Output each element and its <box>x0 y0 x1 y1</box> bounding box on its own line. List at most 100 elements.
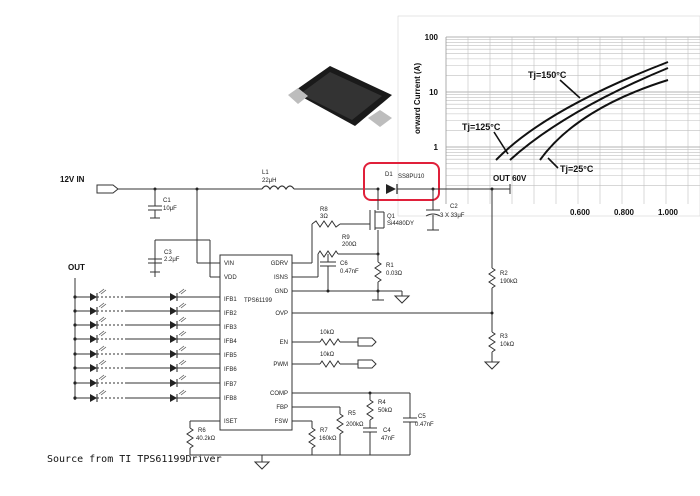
ground-symbol-3 <box>253 461 271 470</box>
led-diode <box>90 379 97 387</box>
ic-pin-ifb3: IFB3 <box>224 325 237 331</box>
ic-pin-ifb1: IFB1 <box>224 297 237 303</box>
input-port <box>96 184 119 194</box>
r1-ref: R1 <box>386 263 394 269</box>
r2-ref: R2 <box>500 271 508 277</box>
ic-pin-fsw: FSW <box>275 419 289 425</box>
curve-tj-150 <box>495 61 669 161</box>
r9-ref: R9 <box>342 235 350 241</box>
ic-pin-comp: COMP <box>270 391 288 397</box>
ic-pin-ifb8: IFB8 <box>224 396 237 402</box>
c3-value: 2.2μF <box>164 257 180 263</box>
x-tick-0800: 0.800 <box>614 208 635 217</box>
ic-pin-pwm: PWM <box>273 362 288 368</box>
led-diode <box>170 364 177 372</box>
led-string-5 <box>73 345 220 358</box>
led-diode <box>170 293 177 301</box>
net-label-out-60v: OUT 60V <box>493 174 527 183</box>
r4-value: 50kΩ <box>378 408 393 414</box>
led-diode <box>170 335 177 343</box>
resistor-r3 <box>488 331 496 353</box>
c4-value: 47nF <box>381 436 395 442</box>
package-lead-left <box>288 88 308 104</box>
c6-ref: C6 <box>340 261 348 267</box>
r3-ref: R3 <box>500 334 508 340</box>
diode-d1 <box>386 184 396 194</box>
led-diode <box>90 350 97 358</box>
ovp-divider: R2 190kΩ R3 10kΩ <box>292 187 518 370</box>
y-tick-1: 1 <box>434 143 439 152</box>
ic-pin-en: EN <box>280 340 288 346</box>
r2-value: 190kΩ <box>500 279 518 285</box>
led-diode <box>90 307 97 315</box>
led-diode <box>90 293 97 301</box>
pwm-port <box>357 359 377 369</box>
annotation-arrow-125 <box>493 131 509 155</box>
ic-tps61199: TPS61199 VINVDDIFB1IFB2IFB3IFB4IFB5IFB6I… <box>219 254 293 431</box>
led-diode <box>170 321 177 329</box>
ic-pin-vdd: VDD <box>224 275 237 281</box>
c3-ref: C3 <box>164 250 172 256</box>
capacitor-c3: C3 2.2μF <box>148 239 220 278</box>
resistor-r7 <box>308 427 316 449</box>
ic-pin-ifb2: IFB2 <box>224 311 237 317</box>
annotation-arrow-25 <box>547 157 559 169</box>
led-string-2 <box>73 302 220 315</box>
ic-left-pins: VINVDDIFB1IFB2IFB3IFB4IFB5IFB6IFB7IFB8IS… <box>224 261 238 425</box>
ground-symbol-2 <box>483 361 501 370</box>
net-label-led-out: OUT <box>68 263 85 272</box>
c1-value: 10μF <box>163 206 177 212</box>
package-lead-right <box>368 110 392 127</box>
led-diode <box>170 379 177 387</box>
ic-pin-ifb6: IFB6 <box>224 367 237 373</box>
led-diode <box>170 350 177 358</box>
c5-ref: C5 <box>418 414 426 420</box>
r7-ref: R7 <box>320 428 328 434</box>
en-port <box>357 337 377 347</box>
r9-value: 200Ω <box>342 242 357 248</box>
resistor-r2 <box>488 267 496 289</box>
r8-ref: R8 <box>320 207 328 213</box>
c6-value: 0.47nF <box>340 269 359 275</box>
l1-value: 22μH <box>262 178 276 184</box>
led-string-7 <box>73 374 220 387</box>
ic-pin-fbp: FBP <box>276 405 288 411</box>
compensation-network: R4 50kΩ C4 47nF C5 0.47nF R5 200kΩ R7 16… <box>186 391 434 470</box>
led-string-4 <box>73 330 220 343</box>
resistor-r4 <box>366 399 374 421</box>
en-pwm-inputs: 10kΩ 10kΩ <box>292 330 377 369</box>
ic-pin-gnd: GND <box>275 289 289 295</box>
curve-tj-125 <box>509 67 669 161</box>
annotation-tj-125: Tj=125°C <box>462 122 501 132</box>
r3-value: 10kΩ <box>500 342 515 348</box>
annotation-arrow-150 <box>559 79 581 99</box>
pwm-resistor-value: 10kΩ <box>320 352 335 358</box>
source-caption: Source from TI TPS61199Driver <box>47 454 222 465</box>
c4-ref: C4 <box>383 428 391 434</box>
led-diode <box>170 394 177 402</box>
curve-tj-25 <box>539 79 669 161</box>
power-rail: 12V IN L1 22μH D1 SS8PU10 OUT 60V <box>60 162 527 201</box>
r5-ref: R5 <box>348 411 356 417</box>
led-diode <box>170 307 177 315</box>
ic-pin-vin: VIN <box>224 261 234 267</box>
en-resistor-value: 10kΩ <box>320 330 335 336</box>
r5-value: 200kΩ <box>346 422 364 428</box>
led-diode <box>90 321 97 329</box>
c2-value: 3 X 33μF <box>440 213 465 219</box>
net-label-12v-in: 12V IN <box>60 175 85 184</box>
resistor-r5 <box>336 413 344 435</box>
led-string-6 <box>73 359 220 372</box>
diode-package-image <box>288 66 392 127</box>
led-diode <box>90 394 97 402</box>
ic-pin-gdrv: GDRV <box>271 261 288 267</box>
y-tick-10: 10 <box>429 88 438 97</box>
resistor-en <box>319 338 341 346</box>
led-diode <box>90 364 97 372</box>
chart-background <box>397 15 700 217</box>
r1-value: 0.03Ω <box>386 271 403 277</box>
c2-ref: C2 <box>450 204 458 210</box>
d1-ref: D1 <box>385 172 393 178</box>
